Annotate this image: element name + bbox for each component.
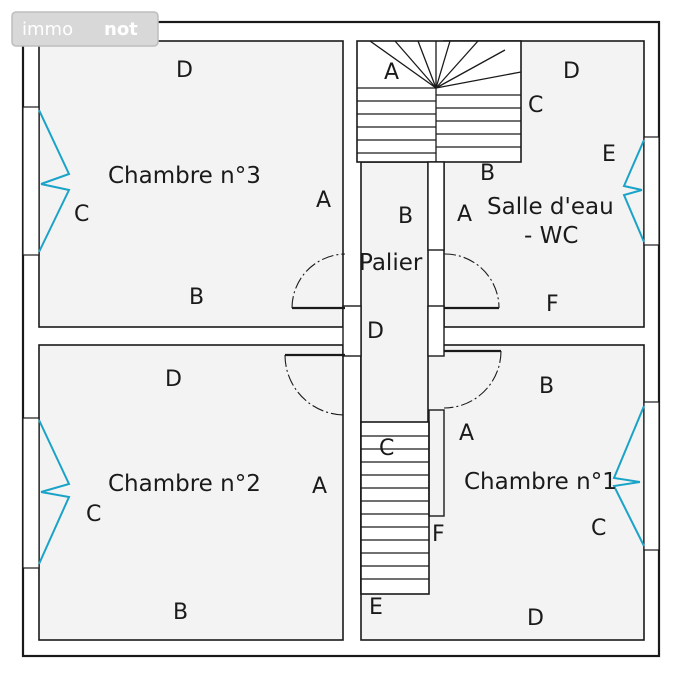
- partition-pier: [427, 161, 445, 251]
- room-name-wc: - WC: [524, 223, 578, 249]
- wall-label: C: [86, 502, 101, 527]
- room-name-chambre-3: Chambre n°3: [108, 163, 261, 189]
- wall-label: A: [312, 474, 327, 499]
- room-name-palier: Palier: [359, 250, 423, 276]
- wall-label: A: [457, 202, 472, 227]
- watermark-text-bold: not: [104, 19, 138, 40]
- door-chambre-2: [284, 353, 346, 416]
- wall-label: B: [539, 374, 554, 399]
- wall-label: A: [459, 421, 474, 446]
- wall-label: E: [602, 142, 616, 167]
- window-chambre-2: [22, 417, 71, 569]
- upper-staircase: [356, 40, 522, 163]
- wall-label: F: [432, 522, 445, 547]
- wall-label: C: [74, 202, 89, 227]
- wall-label: B: [189, 285, 204, 310]
- wall-label: A: [316, 188, 331, 213]
- wall-label: B: [173, 600, 188, 625]
- wall-label: D: [165, 367, 182, 392]
- watermark-logo: immo not: [11, 11, 159, 47]
- wall-label: C: [528, 93, 543, 118]
- room-chambre-3: [38, 40, 344, 328]
- wall-label: C: [379, 436, 394, 461]
- wall-label: B: [398, 204, 413, 229]
- lower-staircase: [360, 409, 445, 595]
- door-chambre-3: [291, 253, 346, 310]
- wall-label: F: [546, 292, 559, 317]
- wall-label: D: [367, 319, 384, 344]
- room-name-chambre-1: Chambre n°1: [464, 469, 617, 495]
- door-salle-eau: [443, 253, 500, 310]
- partition-pier: [427, 305, 445, 357]
- partition-pier: [342, 305, 362, 357]
- window-chambre-1: [612, 401, 660, 551]
- wall-label: B: [480, 161, 495, 186]
- window-salle-eau: [622, 136, 660, 246]
- wall-label: E: [369, 595, 383, 620]
- door-chambre-1: [443, 349, 502, 409]
- wall-label: A: [384, 60, 399, 85]
- room-chambre-2: [38, 344, 344, 641]
- room-name-chambre-2: Chambre n°2: [108, 471, 261, 497]
- watermark-text: immo: [22, 19, 73, 40]
- room-name-salle-eau: Salle d'eau: [487, 194, 614, 220]
- wall-label: D: [527, 606, 544, 631]
- wall-label: D: [176, 58, 193, 83]
- wall-label: C: [591, 516, 606, 541]
- wall-label: D: [563, 59, 580, 84]
- window-chambre-3: [22, 106, 71, 256]
